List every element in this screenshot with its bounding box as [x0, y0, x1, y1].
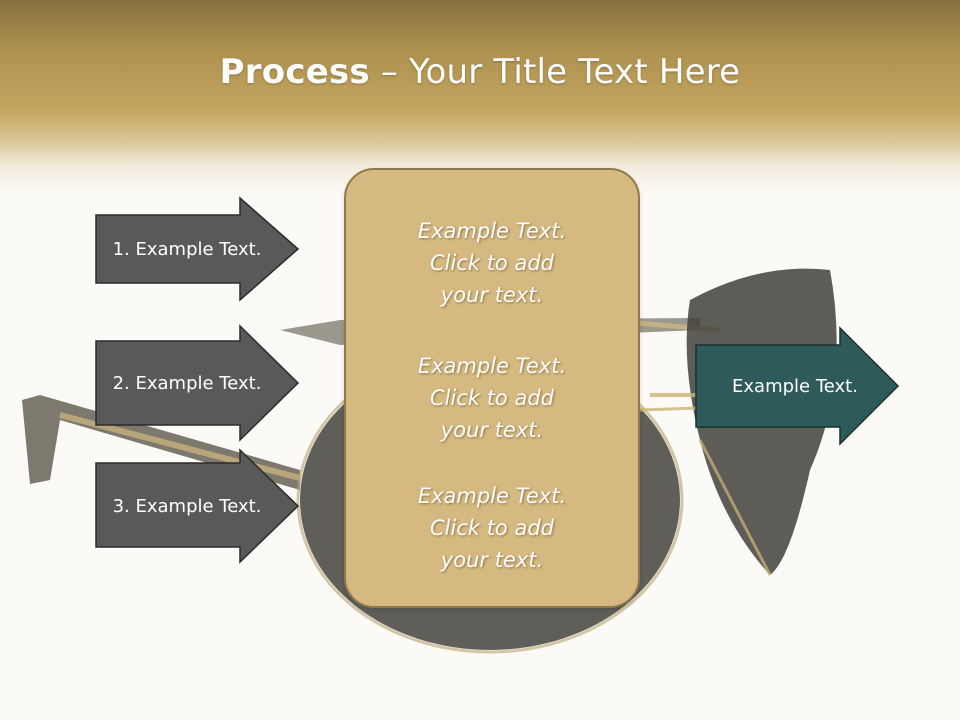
arrow-shape-icon — [95, 448, 300, 564]
step-arrow-2[interactable]: 2. Example Text. — [95, 324, 300, 442]
paragraph-line: your text. — [440, 548, 544, 572]
arrow-shape-icon — [95, 196, 300, 302]
arrow-shape-icon — [695, 326, 900, 446]
step-label: 2. Example Text. — [112, 372, 262, 394]
step-arrow-1[interactable]: 1. Example Text. — [95, 196, 300, 302]
paragraph-line: Example Text. — [417, 484, 567, 508]
arrow-shape-icon — [95, 324, 300, 442]
paragraph-line: your text. — [440, 283, 544, 307]
header-band — [0, 0, 960, 200]
paragraph-line: Example Text. — [417, 354, 567, 378]
center-paragraph-1[interactable]: Example Text. Click to add your text. — [346, 215, 638, 311]
step-label: 1. Example Text. — [112, 238, 262, 260]
title-separator: – — [369, 52, 410, 92]
center-paragraph-2[interactable]: Example Text. Click to add your text. — [346, 350, 638, 446]
paragraph-line: Example Text. — [417, 219, 567, 243]
step-label: 3. Example Text. — [112, 495, 262, 517]
title-bold-part: Process — [219, 52, 370, 92]
paragraph-line: Click to add — [429, 386, 554, 410]
step-arrow-3[interactable]: 3. Example Text. — [95, 448, 300, 564]
result-label: Example Text. — [732, 375, 858, 397]
slide-title: Process – Your Title Text Here — [0, 52, 960, 92]
title-rest: Your Title Text Here — [409, 52, 741, 92]
paragraph-line: your text. — [440, 418, 544, 442]
center-paragraph-3[interactable]: Example Text. Click to add your text. — [346, 480, 638, 576]
result-arrow[interactable]: Example Text. — [695, 326, 900, 446]
paragraph-line: Click to add — [429, 516, 554, 540]
center-content-box[interactable]: Example Text. Click to add your text. Ex… — [344, 168, 640, 608]
paragraph-line: Click to add — [429, 251, 554, 275]
